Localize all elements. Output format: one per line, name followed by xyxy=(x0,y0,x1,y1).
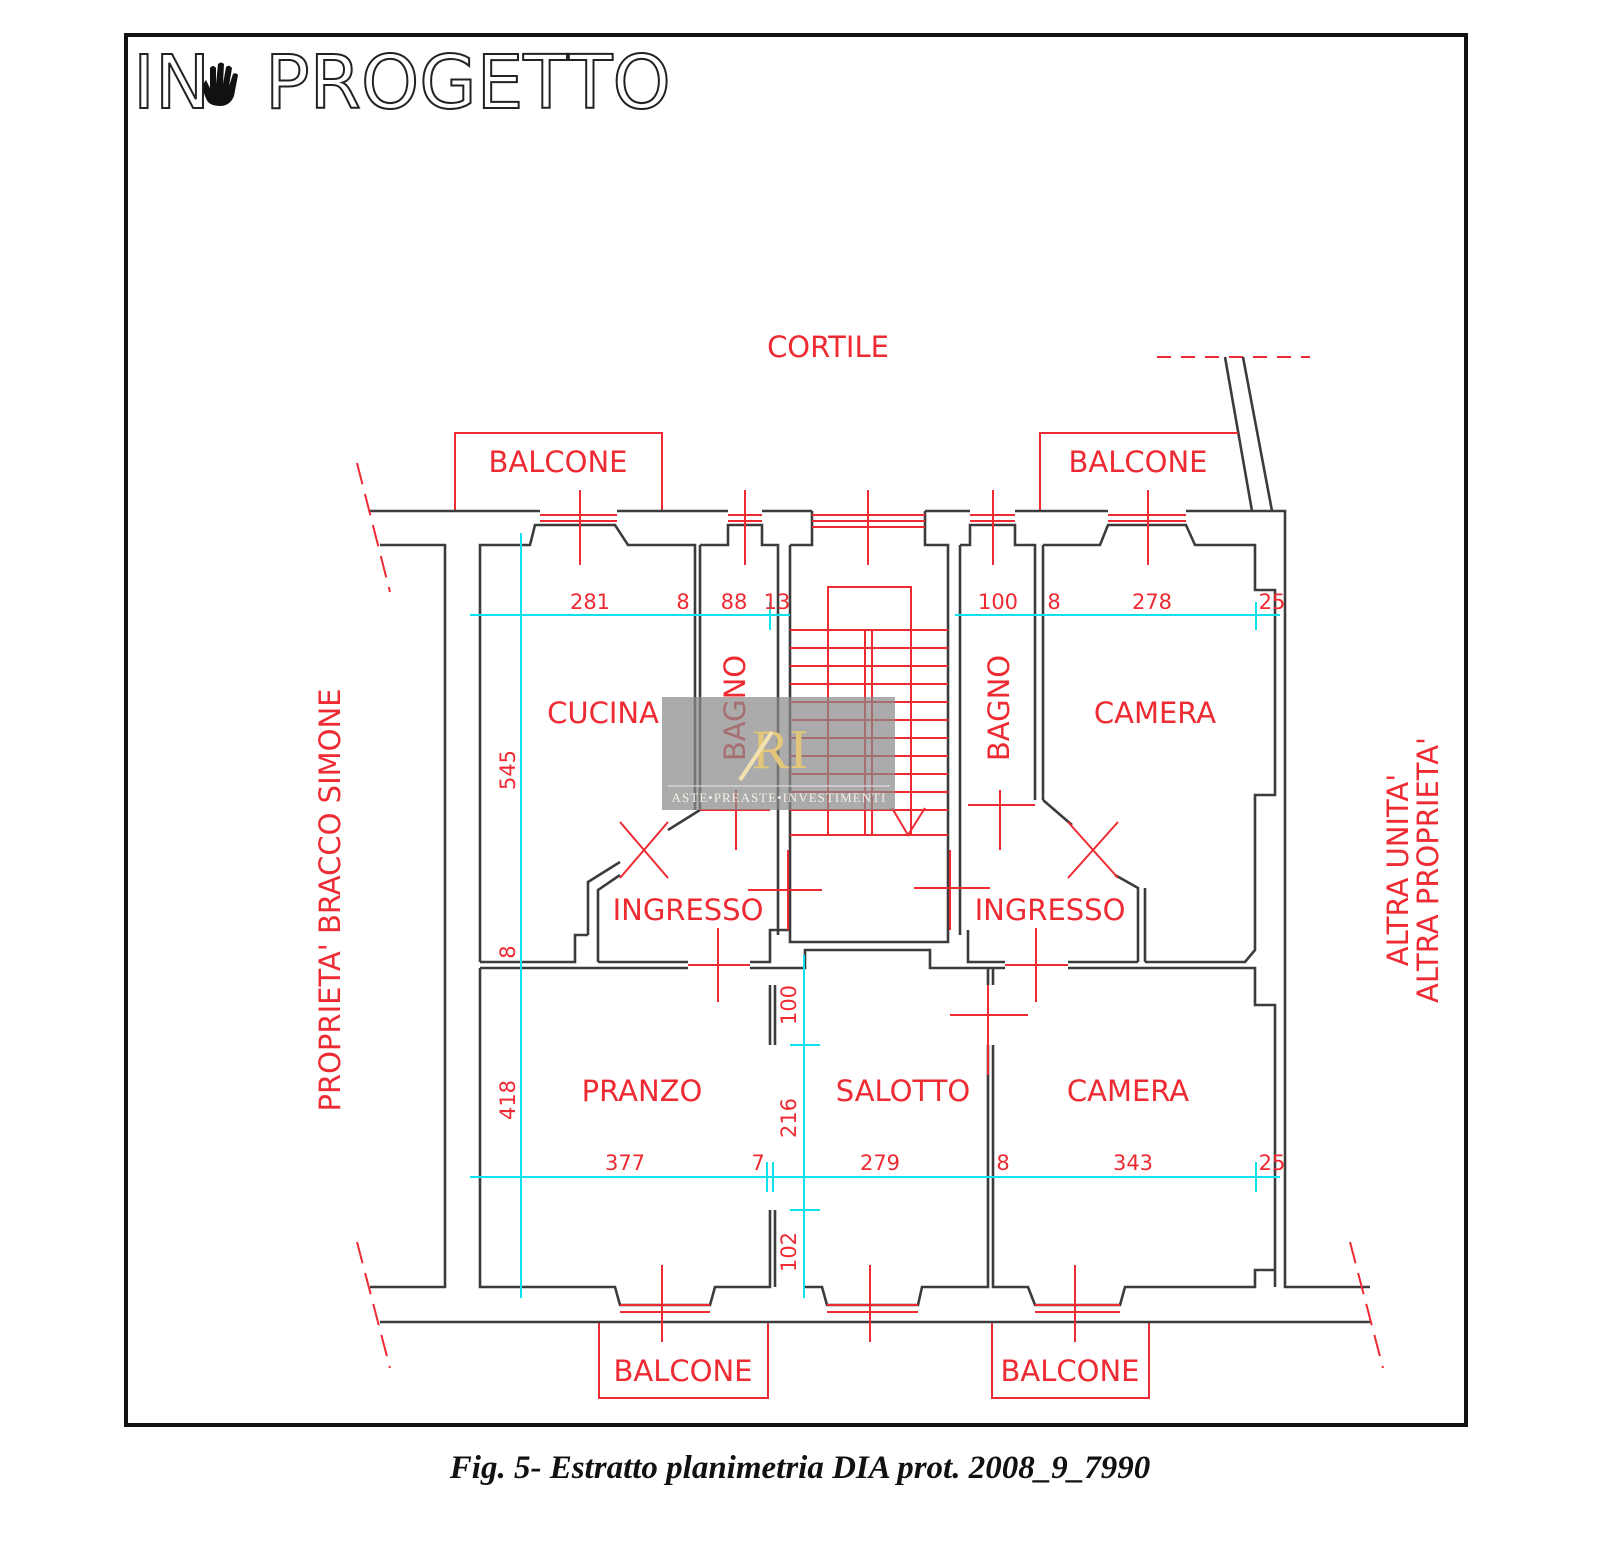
figure-caption: Fig. 5- Estratto planimetria DIA prot. 2… xyxy=(449,1450,1151,1486)
property-boundaries xyxy=(356,462,1384,1369)
svg-text:25: 25 xyxy=(1259,1151,1286,1175)
room-label-pranzo: PRANZO xyxy=(582,1074,703,1108)
svg-text:BALCONE: BALCONE xyxy=(1069,445,1208,479)
svg-text:102: 102 xyxy=(777,1232,801,1272)
svg-text:BALCONE: BALCONE xyxy=(489,445,628,479)
hand-icon xyxy=(203,62,238,106)
right-neighbor-label-1: ALTRA UNITA' xyxy=(1381,774,1415,967)
room-label-salotto: SALOTTO xyxy=(836,1074,970,1108)
svg-text:8: 8 xyxy=(496,945,520,958)
svg-text:377: 377 xyxy=(605,1151,645,1175)
svg-text:13: 13 xyxy=(764,590,791,614)
svg-text:7: 7 xyxy=(751,1151,764,1175)
svg-text:8: 8 xyxy=(1047,590,1060,614)
balcony-bottom-right: BALCONE xyxy=(991,1322,1150,1399)
room-label-camera-bottom: CAMERA xyxy=(1067,1074,1189,1108)
room-label-ingresso-right: INGRESSO xyxy=(975,893,1126,927)
drawing-frame xyxy=(124,33,1468,1427)
dimension-texts-vertical: 545 8 418 100 216 102 xyxy=(496,750,801,1272)
dimension-texts-top: 281 8 88 13 100 8 278 25 xyxy=(570,590,1285,614)
balcony-bottom-left: BALCONE xyxy=(598,1322,769,1399)
dimension-lines xyxy=(470,533,1280,1298)
svg-text:216: 216 xyxy=(777,1098,801,1138)
svg-text:100: 100 xyxy=(978,590,1018,614)
room-label-bagno-right: BAGNO xyxy=(982,655,1016,761)
right-neighbor-label-2: ALTRA PROPRIETA' xyxy=(1411,737,1445,1003)
svg-text:281: 281 xyxy=(570,590,610,614)
room-label-ingresso-left: INGRESSO xyxy=(613,893,764,927)
watermark: RI ASTE•PREASTE•INVESTIMENTI xyxy=(662,697,895,810)
svg-text:BALCONE: BALCONE xyxy=(1001,1354,1140,1388)
svg-text:279: 279 xyxy=(860,1151,900,1175)
walls xyxy=(370,509,1370,1324)
svg-text:8: 8 xyxy=(996,1151,1009,1175)
room-label-cucina: CUCINA xyxy=(547,696,659,730)
dimension-texts-bottom: 377 7 279 8 343 25 xyxy=(605,1151,1285,1175)
svg-text:278: 278 xyxy=(1132,590,1172,614)
svg-text:25: 25 xyxy=(1259,590,1286,614)
svg-text:343: 343 xyxy=(1113,1151,1153,1175)
watermark-text: ASTE•PREASTE•INVESTIMENTI xyxy=(672,790,887,805)
balcony-top-left: BALCONE xyxy=(454,432,663,511)
svg-text:418: 418 xyxy=(496,1080,520,1120)
svg-text:100: 100 xyxy=(777,985,801,1025)
svg-text:545: 545 xyxy=(496,750,520,790)
svg-text:88: 88 xyxy=(721,590,748,614)
left-neighbor-label: PROPRIETA' BRACCO SIMONE xyxy=(313,688,347,1111)
balcony-top-right: BALCONE xyxy=(1039,432,1238,511)
courtyard-wall xyxy=(1223,356,1274,512)
room-label-camera-top: CAMERA xyxy=(1094,696,1216,730)
svg-text:BALCONE: BALCONE xyxy=(614,1354,753,1388)
title-prefix: IN xyxy=(133,40,210,126)
title-main: PROGETTO xyxy=(265,40,671,126)
svg-text:8: 8 xyxy=(676,590,689,614)
courtyard-label: CORTILE xyxy=(767,330,889,364)
